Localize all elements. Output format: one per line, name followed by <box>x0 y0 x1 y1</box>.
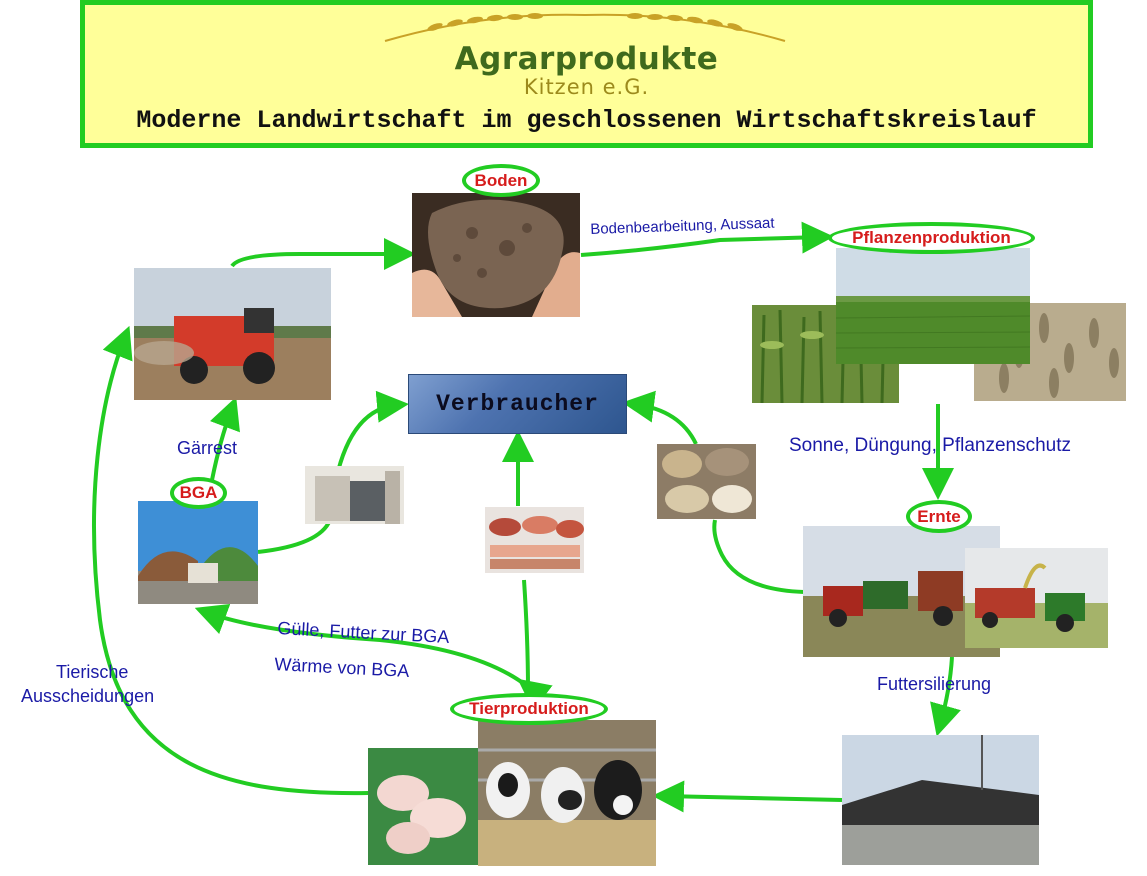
forage-harvester-photo <box>965 548 1108 648</box>
flow-label-sonne: Sonne, Düngung, Pflanzenschutz <box>789 435 1072 456</box>
logo-subtitle: Kitzen e.G. <box>523 75 650 99</box>
soil-photo <box>412 193 580 317</box>
flow-label-tierische-2: Ausscheidungen <box>21 686 155 706</box>
grain-samples-photo <box>657 444 756 519</box>
arrow-ernte-to-silage <box>930 656 961 737</box>
dairy-cows-photo <box>478 720 656 866</box>
arrow-tractor-to-boden <box>230 238 416 270</box>
silage-bunker-photo <box>842 735 1039 865</box>
logo-title: Agrarprodukte <box>454 41 719 77</box>
flow-label-tierische-1: Tierische <box>56 662 129 682</box>
arrow-grain-to-verbraucher <box>622 390 698 445</box>
green-crop-field-photo <box>836 248 1030 364</box>
consumer-box: Verbraucher <box>408 374 627 434</box>
biogas-plant-photo <box>138 501 258 604</box>
wheat-ears-logo-icon <box>384 13 786 42</box>
cogeneration-unit-photo <box>305 466 404 524</box>
arrow-tier-to-meat <box>522 579 530 691</box>
node-label-boden: Boden <box>462 164 540 197</box>
arrow-tier-to-bga <box>194 603 553 711</box>
arrow-bga-to-tractor <box>209 396 240 481</box>
tractor-spreader-photo <box>134 268 331 400</box>
arrow-tier-to-tractor <box>92 325 369 796</box>
flow-label-futtersilierung: Futtersilierung <box>877 674 992 694</box>
page-title: Moderne Landwirtschaft im geschlossenen … <box>136 106 1037 135</box>
node-label-bga: BGA <box>170 477 227 509</box>
header-banner: Agrarprodukte Kitzen e.G. Moderne Landwi… <box>80 0 1093 148</box>
node-label-tierproduktion: Tierproduktion <box>450 693 608 725</box>
flow-label-gaerrest: Gärrest <box>177 438 238 458</box>
node-label-ernte: Ernte <box>906 500 972 533</box>
meat-products-photo <box>485 507 584 573</box>
pigs-photo <box>368 748 480 865</box>
node-label-pflanzenproduktion: Pflanzenproduktion <box>828 222 1035 254</box>
arrow-boden-to-pflanzen <box>580 221 834 257</box>
arrow-ernte-to-grain <box>712 519 805 594</box>
arrow-silage-to-tier <box>652 780 843 813</box>
